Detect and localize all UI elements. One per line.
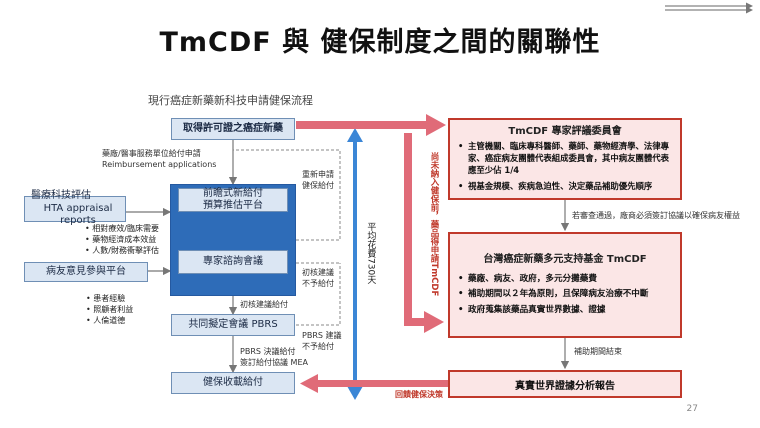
- committee-bullet: 視基金規模、疾病急迫性、決定藥品補助優先順序: [458, 180, 676, 192]
- return-red-arrow-head: [300, 374, 318, 393]
- top-red-arrow-shaft: [296, 121, 426, 129]
- top-red-arrow-head: [426, 114, 446, 136]
- rwe-report-box: 真實世界證據分析報告: [448, 370, 682, 398]
- page-title: TmCDF 與 健保制度之間的關聯性: [159, 27, 601, 58]
- pbrs-reject-line: 不予給付: [302, 341, 334, 351]
- subsidy-end-note: 補助期間結束: [574, 347, 622, 356]
- average-duration-label: 平均花費730天: [365, 222, 376, 285]
- red-elbow-arrow-head: [424, 311, 444, 333]
- pbrs-box: 共同擬定會議 PBRS: [171, 314, 295, 336]
- committee-title: TmCDF 專家評議委員會: [508, 126, 622, 137]
- reimbursement-note: 藥廠/醫事服務單位給付申請 Reimbursement applications: [102, 149, 232, 171]
- prelim-reject-note: 初核建議 不予給付: [302, 268, 344, 290]
- tmcdf-eligibility-label: 尚未納入健保前，藥品得申請TmCDF: [429, 152, 439, 297]
- fund-title: 台灣癌症新藥多元支持基金 TmCDF: [483, 254, 647, 265]
- reapply-note: 重新申請 健保給付: [302, 170, 342, 192]
- reapply-dashed-line: [233, 149, 341, 241]
- duration-arrow-up: [347, 128, 363, 142]
- fund-bullet: 補助期間以２年為原則，且保障病友治療不中斷: [458, 288, 678, 301]
- hta-bullet: • 相對療效/臨床需要: [85, 224, 159, 233]
- reimbursement-note-line: Reimbursement applications: [102, 159, 217, 169]
- hta-box-line: 醫療科技評估: [31, 190, 91, 202]
- fund-bullet: 藥廠、病友、政府，多元分攤藥費: [458, 273, 678, 286]
- committee-bullets: 主管機關、臨床專科醫師、藥師、藥物經濟學、法律專家、癌症病友團體代表組成委員會，…: [458, 140, 676, 195]
- hta-box: 醫療科技評估 HTA appraisal reports: [24, 190, 126, 226]
- page-number: 27: [686, 404, 698, 414]
- patient-bullet: • 人倫道德: [86, 315, 126, 325]
- fund-bullet: 政府蒐集該藥品真實世界數據、證據: [458, 304, 678, 317]
- apply-box: 取得許可證之癌症新藥: [171, 118, 295, 140]
- prelim-box-line: 預算推估平台: [203, 200, 263, 211]
- red-vertical-bar: [404, 133, 412, 325]
- diagram-subtitle: 現行癌症新藥新科技申請健保流程: [148, 94, 313, 107]
- prelim-accept-note: 初核建議給付: [240, 300, 288, 309]
- patient-platform-box: 病友意見參與平台: [24, 262, 148, 282]
- prelim-budget-box: 前瞻式新給付 預算推估平台: [178, 188, 288, 212]
- prelim-reject-line: 不予給付: [302, 278, 334, 288]
- approval-note: 若審查通過，廠商必須簽訂協議以確保病友權益: [572, 211, 740, 220]
- pbrs-accept-note: PBRS 決議給付 簽訂給付協議 MEA: [240, 347, 340, 369]
- red-elbow-shaft: [404, 318, 424, 326]
- reapply-note-line: 健保給付: [302, 180, 334, 190]
- reimbursement-note-line: 藥廠/醫事服務單位給付申請: [102, 149, 201, 158]
- patient-bullet: • 照顧者利益: [86, 304, 134, 314]
- prelim-box-line: 前瞻式新給付: [203, 187, 263, 199]
- hta-bullet: • 人數/財務衝擊評估: [85, 245, 159, 255]
- pbrs-reject-line: PBRS 建議: [302, 331, 342, 340]
- expert-meeting-box: 專家諮詢會議: [178, 250, 288, 274]
- hta-bullets: • 相對療效/臨床需要 • 藥物經濟成本效益 • 人數/財務衝擊評估: [85, 224, 177, 256]
- committee-bullet: 主管機關、臨床專科醫師、藥師、藥物經濟學、法律專家、癌症病友團體代表組成委員會，…: [458, 140, 676, 177]
- feedback-note: 回饋健保決策: [395, 390, 443, 399]
- hta-bullet: • 藥物經濟成本效益: [85, 234, 157, 244]
- patient-bullet: • 患者經驗: [86, 294, 126, 303]
- final-reimbursement-box: 健保收載給付: [171, 372, 295, 394]
- pbrs-reject-note: PBRS 建議 不予給付: [302, 331, 346, 353]
- duration-arrow-down: [347, 386, 363, 400]
- pbrs-accept-line: PBRS 決議給付: [240, 347, 296, 356]
- reapply-note-line: 重新申請: [302, 170, 334, 179]
- pbrs-reject-dashed-line: [296, 263, 341, 326]
- prelim-reject-line: 初核建議: [302, 268, 334, 277]
- hta-box-line: HTA appraisal reports: [43, 202, 113, 227]
- return-red-arrow-shaft: [318, 380, 448, 387]
- pbrs-accept-line: 簽訂給付協議 MEA: [240, 357, 308, 367]
- fund-bullets: 藥廠、病友、政府，多元分攤藥費 補助期間以２年為原則，且保障病友治療不中斷 政府…: [458, 273, 678, 319]
- patient-bullets: • 患者經驗 • 照顧者利益 • 人倫道德: [86, 294, 166, 326]
